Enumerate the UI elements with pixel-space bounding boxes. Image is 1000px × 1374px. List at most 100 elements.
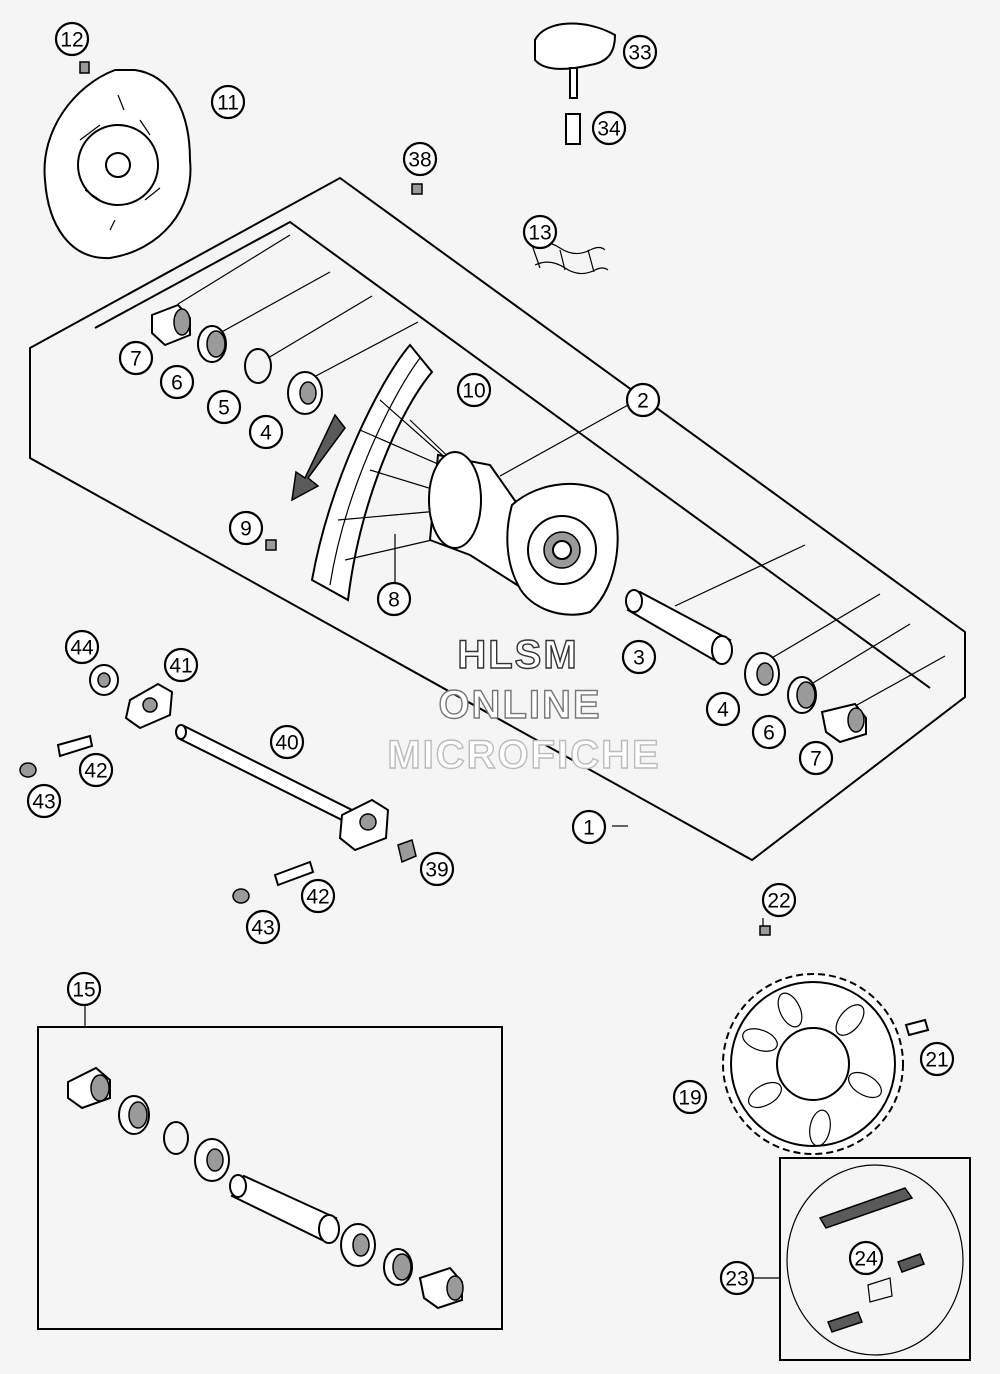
direction-arrow bbox=[291, 413, 346, 502]
chain-adjuster-axle bbox=[338, 798, 390, 852]
adjuster-bolt-42 bbox=[56, 734, 94, 758]
screw-9 bbox=[265, 539, 277, 551]
callout-24[interactable]: 24 bbox=[848, 1240, 884, 1276]
svg-text:4: 4 bbox=[260, 422, 272, 445]
svg-text:7: 7 bbox=[130, 348, 142, 371]
callout-4[interactable]: 4 bbox=[248, 414, 284, 450]
watermark: HLSM ONLINE MICROFICHE bbox=[387, 632, 660, 777]
callout-5[interactable]: 5 bbox=[206, 389, 242, 425]
svg-text:43: 43 bbox=[32, 791, 55, 814]
callout-23[interactable]: 23 bbox=[719, 1260, 755, 1296]
callout-43[interactable]: 43 bbox=[26, 783, 62, 819]
disc-bolt bbox=[79, 61, 90, 74]
watermark-line-online: ONLINE bbox=[438, 683, 601, 727]
svg-text:40: 40 bbox=[275, 732, 298, 755]
svg-text:13: 13 bbox=[528, 222, 551, 245]
svg-text:15: 15 bbox=[72, 979, 95, 1002]
nipple-part bbox=[411, 183, 423, 195]
callout-6b[interactable]: 6 bbox=[751, 714, 787, 750]
svg-text:21: 21 bbox=[925, 1049, 948, 1072]
bearing-right bbox=[744, 652, 780, 696]
sprocket-part bbox=[722, 973, 904, 1155]
circlip-left bbox=[244, 348, 272, 384]
callout-1[interactable]: 1 bbox=[571, 809, 607, 845]
leader-lines bbox=[84, 234, 946, 1279]
callout-11[interactable]: 11 bbox=[210, 84, 246, 120]
callout-2[interactable]: 2 bbox=[625, 382, 661, 418]
svg-text:11: 11 bbox=[217, 92, 239, 115]
svg-text:22: 22 bbox=[767, 890, 790, 913]
callout-42b[interactable]: 42 bbox=[300, 878, 336, 914]
svg-text:9: 9 bbox=[240, 518, 252, 541]
callout-33[interactable]: 33 bbox=[622, 34, 658, 70]
pin-part bbox=[565, 113, 581, 145]
sprocket-bolt-21 bbox=[904, 1018, 930, 1037]
brake-disc bbox=[43, 69, 192, 260]
svg-text:19: 19 bbox=[678, 1087, 701, 1110]
callout-7b[interactable]: 7 bbox=[798, 740, 834, 776]
adjuster-nut-43b bbox=[232, 888, 250, 904]
svg-text:6: 6 bbox=[763, 722, 775, 745]
svg-text:42: 42 bbox=[306, 886, 329, 909]
nut-44 bbox=[89, 664, 119, 696]
callout-19[interactable]: 19 bbox=[672, 1079, 708, 1115]
seal-left bbox=[197, 325, 227, 363]
callout-44[interactable]: 44 bbox=[64, 629, 100, 665]
callout-41[interactable]: 41 bbox=[163, 647, 199, 683]
callout-13[interactable]: 13 bbox=[522, 214, 558, 250]
bearing-left bbox=[287, 371, 323, 415]
callout-42[interactable]: 42 bbox=[78, 752, 114, 788]
watermark-line-hlsm: HLSM bbox=[457, 633, 578, 677]
sleeve-part bbox=[625, 589, 733, 665]
adjuster-nut-43 bbox=[19, 762, 37, 778]
svg-text:12: 12 bbox=[60, 29, 83, 52]
spacer-right bbox=[820, 702, 867, 744]
rim-part bbox=[310, 343, 434, 602]
sprocket-nut-22 bbox=[759, 925, 771, 936]
callout-10[interactable]: 10 bbox=[456, 372, 492, 408]
svg-text:3: 3 bbox=[633, 647, 645, 670]
callout-9[interactable]: 9 bbox=[228, 510, 264, 546]
svg-text:24: 24 bbox=[854, 1248, 878, 1271]
svg-text:43: 43 bbox=[251, 917, 274, 940]
callout-8[interactable]: 8 bbox=[376, 581, 412, 617]
adjuster-bolt-42b bbox=[273, 860, 315, 887]
callout-12[interactable]: 12 bbox=[54, 21, 90, 57]
seat-part bbox=[534, 22, 617, 99]
callout-7[interactable]: 7 bbox=[118, 340, 154, 376]
svg-text:2: 2 bbox=[637, 390, 649, 413]
callout-38[interactable]: 38 bbox=[402, 141, 438, 177]
wheel-assembly-frame bbox=[29, 176, 966, 862]
callout-4b[interactable]: 4 bbox=[705, 691, 741, 727]
svg-text:39: 39 bbox=[425, 859, 448, 882]
svg-text:41: 41 bbox=[169, 655, 192, 678]
callout-3[interactable]: 3 bbox=[621, 639, 657, 675]
svg-text:8: 8 bbox=[388, 589, 400, 612]
svg-text:6: 6 bbox=[171, 372, 183, 395]
hub-part bbox=[428, 451, 619, 616]
svg-text:33: 33 bbox=[628, 42, 651, 65]
seal-right bbox=[787, 676, 817, 714]
axle-40 bbox=[175, 724, 358, 826]
svg-text:7: 7 bbox=[810, 748, 822, 771]
spacer-left bbox=[151, 303, 191, 347]
svg-text:1: 1 bbox=[583, 817, 595, 840]
svg-text:38: 38 bbox=[408, 149, 431, 172]
callout-43b[interactable]: 43 bbox=[245, 909, 281, 945]
chain-adjuster-41 bbox=[124, 682, 174, 730]
svg-text:44: 44 bbox=[70, 637, 94, 660]
callout-39[interactable]: 39 bbox=[419, 851, 455, 887]
callout-15[interactable]: 15 bbox=[66, 971, 102, 1007]
callout-6[interactable]: 6 bbox=[159, 364, 195, 400]
svg-text:34: 34 bbox=[597, 118, 621, 141]
svg-text:42: 42 bbox=[84, 760, 107, 783]
callout-34[interactable]: 34 bbox=[591, 110, 627, 146]
svg-text:10: 10 bbox=[462, 380, 485, 403]
callout-40[interactable]: 40 bbox=[269, 724, 305, 760]
callout-21[interactable]: 21 bbox=[919, 1041, 955, 1077]
svg-text:4: 4 bbox=[717, 699, 729, 722]
callout-22[interactable]: 22 bbox=[761, 882, 797, 918]
svg-text:5: 5 bbox=[218, 397, 230, 420]
